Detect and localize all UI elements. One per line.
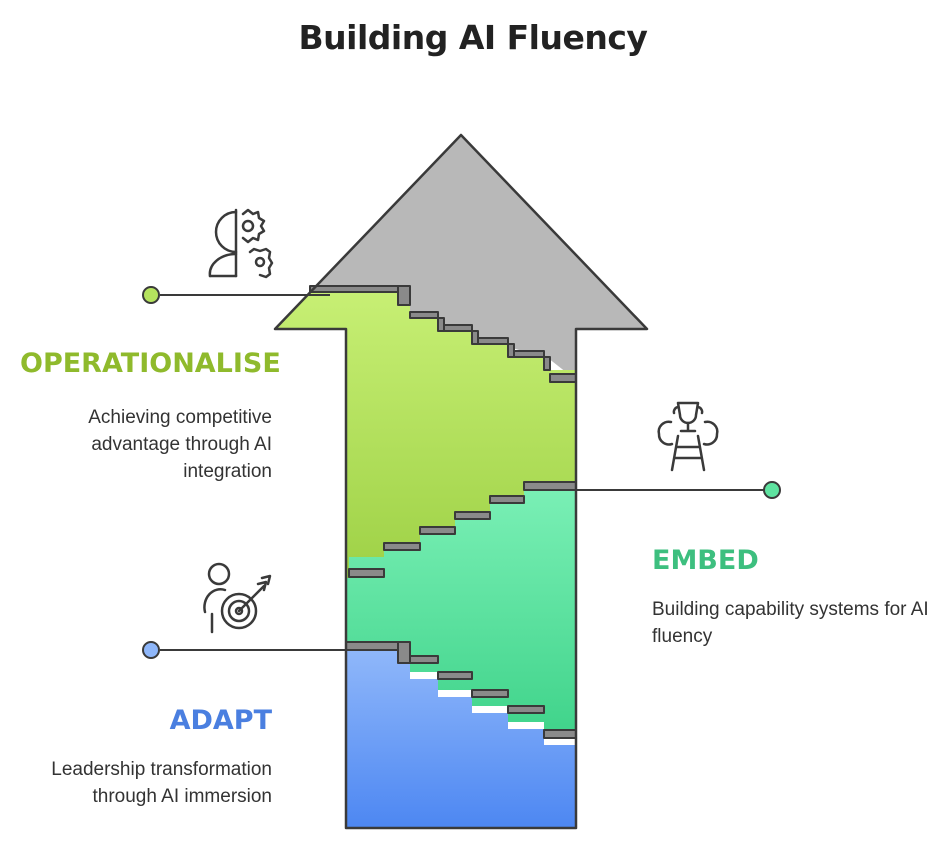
person-target-icon xyxy=(203,562,272,634)
arrow-outline xyxy=(273,133,649,830)
connector-embed xyxy=(560,481,781,499)
adapt-title: ADAPT xyxy=(169,705,272,736)
operationalise-dot xyxy=(142,286,160,304)
trophy-ladder-icon xyxy=(657,401,719,472)
embed-title: EMBED xyxy=(652,545,759,576)
embed-dot xyxy=(763,481,781,499)
connector-operationalise xyxy=(142,286,330,304)
adapt-dot xyxy=(142,641,160,659)
adapt-description: Leadership transformation through AI imm… xyxy=(51,759,272,807)
brain-gear-head-icon xyxy=(208,208,274,279)
adapt-band xyxy=(346,650,576,828)
operationalise-title: OPERATIONALISE xyxy=(20,348,281,379)
arrow-head xyxy=(310,135,647,380)
operationalise-band xyxy=(275,292,576,578)
embed-description: Building capability systems for AI fluen… xyxy=(652,599,929,647)
step-edges xyxy=(309,285,577,739)
connector-adapt xyxy=(142,641,372,659)
operationalise-description: Achieving competitive advantage through … xyxy=(88,407,272,482)
page-title: Building AI Fluency xyxy=(298,18,648,57)
